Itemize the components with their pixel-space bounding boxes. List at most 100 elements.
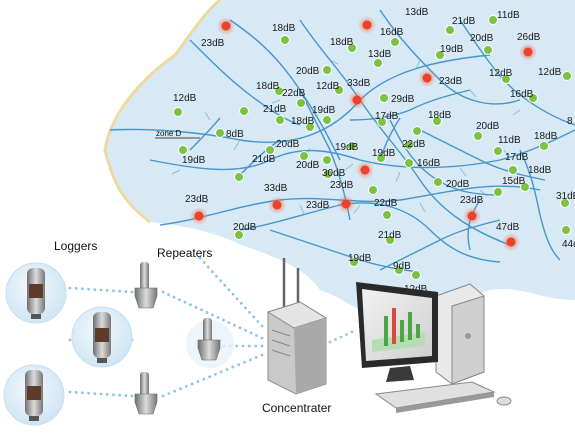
green-node xyxy=(433,177,443,187)
green-node xyxy=(376,153,386,163)
reading-label: 23dB xyxy=(201,38,225,49)
repeater-icon xyxy=(186,318,234,368)
red-node xyxy=(463,207,481,225)
red-node xyxy=(418,69,436,87)
repeater-icon xyxy=(134,262,158,309)
reading-label: 21dB xyxy=(252,154,276,165)
dotted-links xyxy=(68,256,354,398)
link-dot xyxy=(219,279,223,283)
link-dot xyxy=(206,265,210,269)
green-node xyxy=(379,93,389,103)
green-node xyxy=(274,86,284,96)
green-node xyxy=(394,265,404,275)
link-dot xyxy=(255,334,258,337)
green-node xyxy=(373,58,383,68)
link-dot xyxy=(161,394,165,398)
green-node xyxy=(239,106,249,116)
link-dot xyxy=(243,360,246,364)
logger-icon xyxy=(5,262,67,324)
reading-label: 18dB xyxy=(534,131,558,142)
link-dot xyxy=(68,286,72,290)
link-dot xyxy=(214,372,217,376)
computer-icon xyxy=(356,282,512,413)
link-dot xyxy=(237,363,241,367)
link-dot xyxy=(215,274,218,278)
reading-label: 19dB xyxy=(440,44,464,55)
link-dot xyxy=(247,344,251,348)
repeater-icon xyxy=(134,372,158,415)
reading-label: 12dB xyxy=(489,68,513,79)
reading-label: 21dB xyxy=(263,104,287,115)
reading-label: 19dB xyxy=(312,105,336,116)
green-node xyxy=(377,117,387,127)
link-dot xyxy=(105,393,109,396)
link-dot xyxy=(216,316,220,319)
reading-label: 12dB xyxy=(316,81,340,92)
link-dot xyxy=(112,289,115,293)
logger-icon xyxy=(3,364,65,426)
link-dot xyxy=(87,391,90,395)
reading-label: 33dB xyxy=(264,183,288,194)
green-node xyxy=(234,172,244,182)
green-node xyxy=(215,128,225,138)
green-node xyxy=(265,145,275,155)
link-dot xyxy=(205,311,209,314)
screen-chart xyxy=(372,308,425,352)
link-dot xyxy=(254,344,258,348)
green-node xyxy=(347,141,357,151)
green-node xyxy=(508,165,518,175)
link-dot xyxy=(241,344,245,348)
green-node xyxy=(322,65,332,75)
link-dot xyxy=(233,323,236,327)
link-dot xyxy=(81,391,84,395)
link-dot xyxy=(256,320,260,323)
reading-label: 19dB xyxy=(182,155,206,166)
green-node xyxy=(488,15,498,25)
link-dot xyxy=(339,335,343,339)
link-dot xyxy=(68,390,72,394)
link-dot xyxy=(130,394,134,398)
concentrater-label: Concentrater xyxy=(262,401,331,415)
green-node xyxy=(368,185,378,195)
link-dot xyxy=(74,287,78,290)
green-node xyxy=(404,140,414,150)
reading-label: 47dB xyxy=(496,222,520,233)
green-node xyxy=(412,126,422,136)
reading-label: 16dB xyxy=(380,27,404,38)
green-node xyxy=(275,115,285,125)
green-node xyxy=(347,43,357,53)
reading-label: 23dB xyxy=(185,194,209,205)
green-node xyxy=(528,93,538,103)
reading-label: 33dB xyxy=(347,78,371,89)
green-node xyxy=(234,230,244,240)
link-dot xyxy=(161,290,165,294)
link-dot xyxy=(202,377,206,381)
link-dot xyxy=(167,293,170,296)
reading-label: 22dB xyxy=(282,88,306,99)
red-node xyxy=(268,196,286,214)
green-node xyxy=(305,122,315,132)
link-dot xyxy=(99,392,103,396)
link-dot xyxy=(345,333,348,336)
reading-label: 20dB xyxy=(476,121,500,132)
reading-label: 19dB xyxy=(348,253,372,264)
reading-label: 18dB xyxy=(272,23,296,34)
reading-label: 16dB xyxy=(417,158,441,169)
reading-label: 18dB xyxy=(291,116,315,127)
link-dot xyxy=(194,305,198,309)
reading-label: 22dB xyxy=(402,139,426,150)
red-node xyxy=(190,207,208,225)
reading-label: 8 xyxy=(567,116,573,127)
link-dot xyxy=(172,295,176,299)
red-node xyxy=(217,17,235,35)
reading-label: 17dB xyxy=(505,152,529,163)
green-node xyxy=(520,182,530,192)
green-node xyxy=(296,98,306,108)
link-dot xyxy=(223,283,227,287)
link-dot xyxy=(328,340,332,344)
red-node xyxy=(337,195,355,213)
green-node xyxy=(411,270,421,280)
link-dot xyxy=(74,391,78,394)
green-node xyxy=(473,131,483,141)
link-dot xyxy=(252,315,256,319)
